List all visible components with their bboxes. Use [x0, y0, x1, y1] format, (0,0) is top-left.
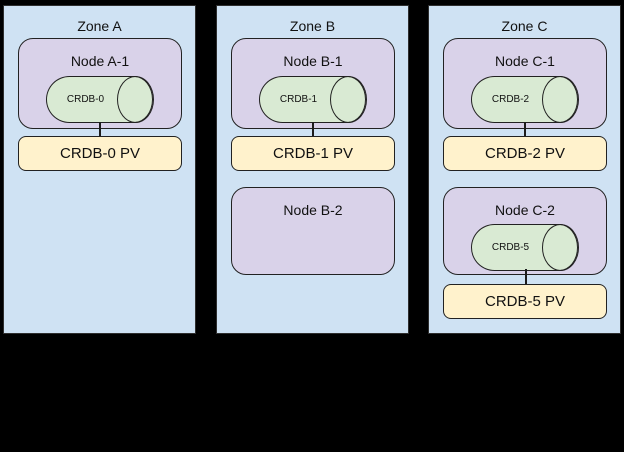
- cylinder-cap-icon: [541, 75, 579, 123]
- disk-crdb-2-label: CRDB-2: [491, 93, 530, 105]
- disk-cylinder-crdb-5: CRDB-5: [471, 223, 579, 271]
- pv-crdb-0-label: CRDB-0 PV: [59, 145, 141, 162]
- node-b-2-label: Node B-2: [283, 202, 343, 218]
- zone-b: Zone B Node B-1 CRDB-1 CRDB-1 PV Node B-…: [216, 5, 409, 334]
- pv-crdb-2-label: CRDB-2 PV: [484, 145, 566, 162]
- pv-crdb-1-label: CRDB-1 PV: [272, 145, 354, 162]
- connector-line: [524, 122, 526, 137]
- zone-c: Zone C Node C-1 CRDB-2 CRDB-2 PV Node C-…: [428, 5, 621, 334]
- node-b-2: Node B-2: [231, 187, 395, 275]
- disk-crdb-0-label: CRDB-0: [66, 93, 105, 105]
- pv-crdb-5: CRDB-5 PV: [443, 284, 607, 319]
- connector-line: [525, 269, 527, 285]
- zone-a-title: Zone A: [77, 18, 122, 34]
- disk-cylinder-crdb-0: CRDB-0: [46, 75, 154, 123]
- pv-crdb-2: CRDB-2 PV: [443, 136, 607, 171]
- node-a-1-label: Node A-1: [70, 53, 130, 69]
- disk-cylinder-crdb-2: CRDB-2: [471, 75, 579, 123]
- node-c-2-label: Node C-2: [495, 202, 555, 218]
- zone-a: Zone A Node A-1 CRDB-0 CRDB-0 PV: [3, 5, 196, 334]
- disk-crdb-5-label: CRDB-5: [491, 241, 530, 253]
- pv-crdb-5-label: CRDB-5 PV: [484, 293, 566, 310]
- pv-crdb-1: CRDB-1 PV: [231, 136, 395, 171]
- cylinder-cap-icon: [116, 75, 154, 123]
- cylinder-cap-icon: [329, 75, 367, 123]
- cylinder-cap-icon: [541, 223, 579, 271]
- zone-b-title: Zone B: [289, 18, 336, 34]
- node-b-1-label: Node B-1: [283, 53, 343, 69]
- disk-crdb-1-label: CRDB-1: [279, 93, 318, 105]
- zone-c-title: Zone C: [501, 18, 548, 34]
- disk-cylinder-crdb-1: CRDB-1: [259, 75, 367, 123]
- connector-line: [99, 122, 101, 137]
- node-c-1-label: Node C-1: [495, 53, 555, 69]
- connector-line: [312, 122, 314, 137]
- pv-crdb-0: CRDB-0 PV: [18, 136, 182, 171]
